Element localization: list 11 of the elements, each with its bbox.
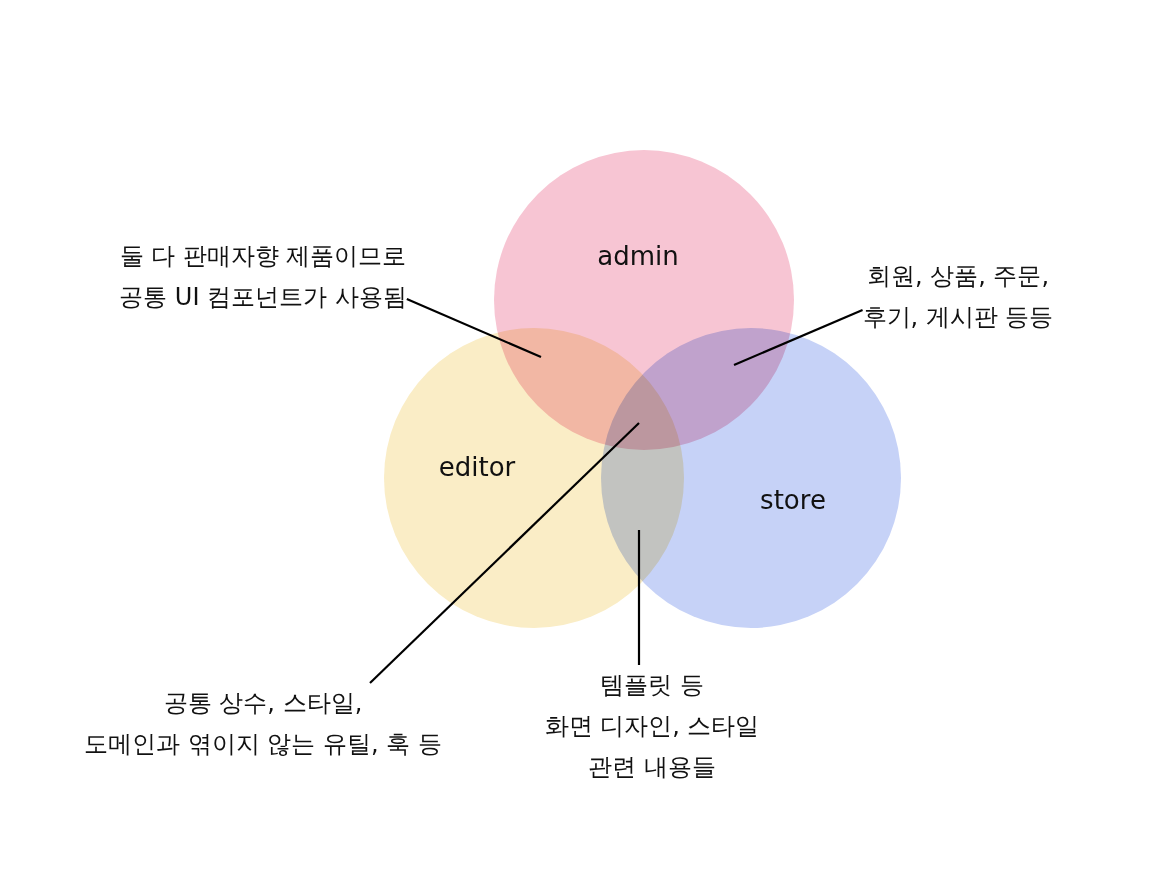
leader-line: [637, 530, 641, 665]
leader-line: [733, 309, 863, 366]
annotation-text: 회원, 상품, 주문, 후기, 게시판 등등: [862, 256, 1054, 338]
leader-line: [369, 422, 640, 684]
set-label: editor: [438, 452, 516, 482]
annotation-text: 템플릿 등 화면 디자인, 스타일 관련 내용들: [544, 665, 760, 788]
leader-line: [406, 298, 542, 358]
set-label: admin: [597, 241, 679, 271]
annotation-text: 공통 상수, 스타일, 도메인과 엮이지 않는 유틸, 훅 등: [84, 683, 442, 765]
set-label: store: [760, 485, 826, 515]
annotation-text: 둘 다 판매자향 제품이므로 공통 UI 컴포넌트가 사용됨: [119, 236, 407, 318]
